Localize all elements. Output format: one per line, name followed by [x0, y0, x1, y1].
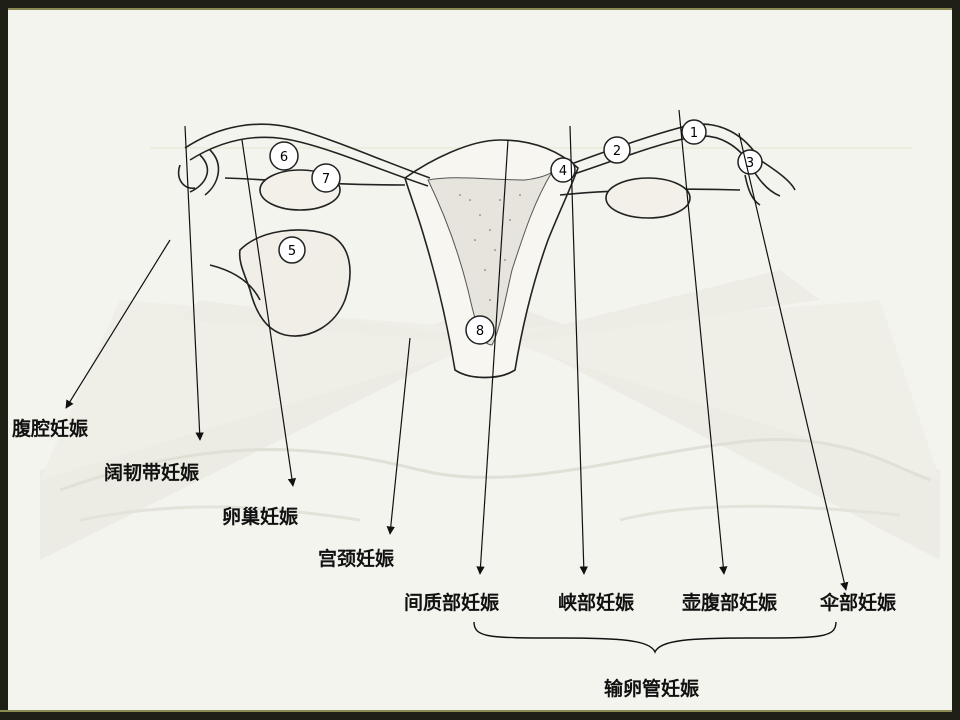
- site-marker-3: 3: [737, 149, 763, 175]
- arrow-fimbrial: [738, 132, 849, 591]
- svg-text:6: 6: [280, 150, 288, 165]
- site-marker-8: 8: [465, 315, 495, 345]
- site-marker-7: 7: [311, 163, 341, 193]
- site-marker-4: 4: [550, 157, 576, 183]
- tubal-group-brace: [473, 621, 837, 654]
- label-abdominal-pregnancy: 腹腔妊娠: [12, 418, 89, 440]
- arrow-cervical: [386, 337, 411, 535]
- label-ovarian-pregnancy: 卵巢妊娠: [222, 506, 299, 528]
- label-interstitial-pregnancy: 间质部妊娠: [404, 592, 500, 614]
- label-fimbrial-pregnancy: 伞部妊娠: [820, 592, 897, 614]
- svg-text:7: 7: [322, 172, 330, 187]
- label-cervical-pregnancy: 宫颈妊娠: [318, 548, 395, 570]
- svg-text:4: 4: [559, 164, 567, 179]
- site-marker-5: 5: [278, 236, 306, 264]
- site-marker-2: 2: [603, 136, 631, 164]
- arrow-interstitial: [476, 139, 509, 575]
- label-isthmic-pregnancy: 峡部妊娠: [558, 592, 635, 614]
- arrow-ovarian: [241, 139, 297, 487]
- frame-bottom-bar: [0, 710, 960, 720]
- label-ampullary-pregnancy: 壶腹部妊娠: [682, 592, 778, 614]
- background-fan: [40, 147, 940, 560]
- svg-text:3: 3: [746, 156, 754, 171]
- svg-text:8: 8: [476, 324, 484, 339]
- svg-text:2: 2: [613, 144, 621, 159]
- site-markers: 1 2 3 4 5 6 7 8: [269, 119, 763, 345]
- frame-right-bar: [952, 0, 960, 720]
- svg-text:1: 1: [690, 126, 698, 141]
- arrow-abdominal: [65, 239, 171, 409]
- pointer-arrows: [65, 109, 849, 591]
- arrow-ampullary: [678, 109, 728, 575]
- svg-text:5: 5: [288, 244, 296, 259]
- arrow-isthmic: [569, 125, 588, 575]
- arrow-broad-ligament: [184, 125, 204, 441]
- site-marker-6: 6: [269, 141, 299, 171]
- label-tubal-pregnancy: 输卵管妊娠: [604, 678, 700, 700]
- frame-top-bar: [0, 0, 960, 10]
- label-broad-ligament-pregnancy: 阔韧带妊娠: [104, 462, 200, 484]
- frame-left-bar: [0, 0, 8, 720]
- site-marker-1: 1: [681, 119, 707, 145]
